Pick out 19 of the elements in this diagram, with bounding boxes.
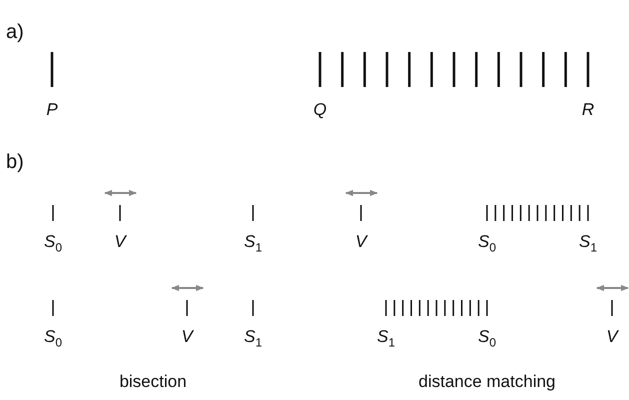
stimulus-label: S$_{0}$ (44, 327, 62, 352)
stimulus-label: V (355, 232, 367, 252)
stimulus-label: S$_{0}$ (478, 232, 496, 256)
panel-label: b) (6, 152, 24, 172)
stimulus-label: S$_{1}$ (578, 232, 598, 256)
stimulus-label: V (181, 327, 193, 347)
stimulus-label: S$_{0}$ (44, 232, 62, 256)
task-label: bisection (119, 372, 187, 392)
stimulus-label: V (606, 327, 618, 347)
stimulus-label: S$_{1}$ (376, 327, 396, 352)
point-label: R (582, 100, 594, 120)
stimulus-label: S$_{1}$ (244, 327, 262, 352)
point-label: Q (313, 100, 327, 120)
stimulus-label: S$_{0}$ (478, 327, 496, 352)
panel-label: a) (6, 22, 24, 42)
task-label: distance matching (418, 372, 556, 392)
stimulus-label: S$_{1}$ (244, 232, 262, 256)
point-label: P (46, 100, 58, 120)
stimulus-label: V (114, 232, 126, 252)
